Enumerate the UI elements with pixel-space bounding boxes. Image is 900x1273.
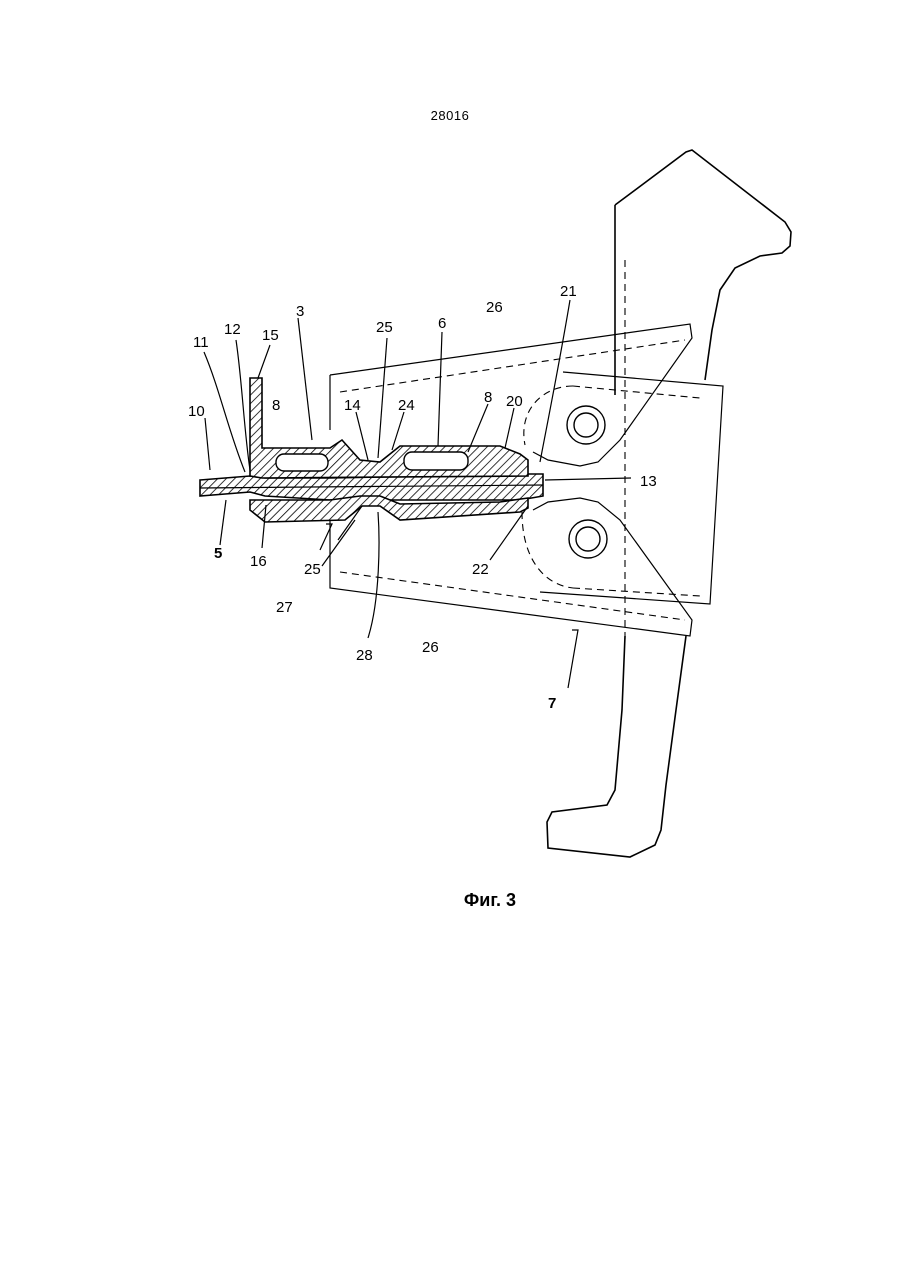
label-12: 12 xyxy=(224,321,241,338)
lower-sleeve xyxy=(250,496,528,540)
label-28: 28 xyxy=(356,647,373,664)
label-6: 6 xyxy=(438,315,446,332)
pivot-holes xyxy=(567,406,607,558)
label-24: 24 xyxy=(398,397,415,414)
label-21: 21 xyxy=(560,283,577,300)
label-26b: 26 xyxy=(422,639,439,656)
label-13: 13 xyxy=(640,473,657,490)
label-8b: 8 xyxy=(484,389,492,406)
label-27: 27 xyxy=(276,599,293,616)
lower-jaw-plate xyxy=(330,498,692,636)
label-15: 15 xyxy=(262,327,279,344)
label-8a: 8 xyxy=(272,397,280,414)
figure-caption: Фиг. 3 xyxy=(0,890,900,911)
side-plate xyxy=(540,372,723,604)
label-11: 11 xyxy=(193,334,209,351)
label-25a: 25 xyxy=(376,319,393,336)
label-25b: 25 xyxy=(304,561,321,578)
label-3: 3 xyxy=(296,303,304,320)
label-16: 16 xyxy=(250,553,267,570)
label-10: 10 xyxy=(188,403,205,420)
label-20: 20 xyxy=(506,393,523,410)
label-5: 5 xyxy=(214,545,222,562)
label-7: 7 xyxy=(548,695,556,712)
label-22: 22 xyxy=(472,561,489,578)
label-26a: 26 xyxy=(486,299,503,316)
label-14: 14 xyxy=(344,397,361,414)
lever-part xyxy=(547,150,791,857)
